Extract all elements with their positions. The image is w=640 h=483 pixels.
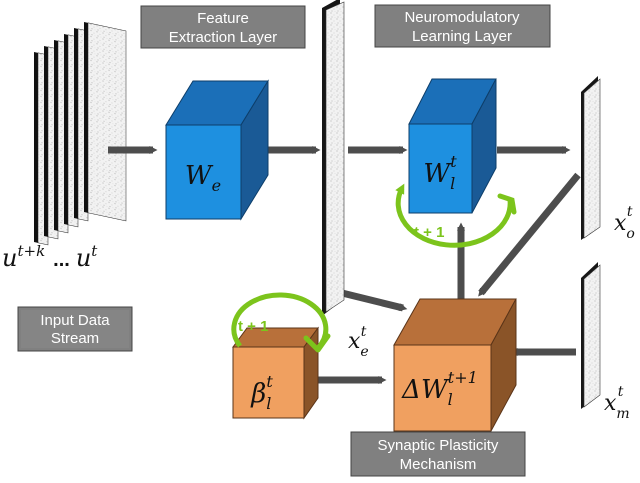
svg-text:Stream: Stream	[51, 330, 99, 347]
beta-loop-arrow	[231, 292, 329, 350]
svg-text:Mechanism: Mechanism	[400, 456, 477, 473]
xm-modulation-panel	[581, 262, 601, 409]
svg-text:Extraction Layer: Extraction Layer	[169, 29, 277, 46]
input-data-stream-frames	[34, 22, 127, 246]
svg-text:Synaptic Plasticity: Synaptic Plasticity	[378, 437, 499, 454]
stream-frame	[84, 22, 127, 222]
beta-cube: βlt	[232, 326, 319, 420]
arrow-xo-to-dw	[478, 172, 581, 297]
we-weight-cube: We	[165, 79, 269, 221]
beta-loop-label: t + 1	[238, 318, 268, 335]
input-data-stream-label: Input Data Stream	[17, 306, 133, 352]
arrow-xe-to-dw	[337, 288, 408, 312]
stream-u-label: ut+k...ut	[2, 242, 98, 272]
svg-text:Input Data: Input Data	[40, 312, 110, 329]
wl-label: Wlt	[423, 152, 457, 193]
beta-label: βlt	[250, 372, 273, 413]
wl-recurrence-loop: t + 1	[395, 183, 517, 248]
xo-output-panel	[581, 76, 601, 240]
svg-text:Feature: Feature	[197, 10, 249, 27]
svg-text:Neuromodulatory: Neuromodulatory	[404, 9, 520, 26]
we-label: We	[185, 161, 221, 195]
xe-label: xet	[348, 324, 369, 360]
synaptic-plasticity-label: Synaptic Plasticity Mechanism	[350, 431, 526, 477]
delta-w-cube: ΔWlt+1	[393, 298, 517, 432]
delta-w-label: ΔWlt+1	[401, 368, 478, 409]
xm-label: xmt	[604, 384, 630, 422]
wl-weight-cube: Wlt	[408, 78, 497, 214]
xe-feature-panel	[322, 0, 345, 316]
neuromodulatory-learning-label: Neuromodulatory Learning Layer	[374, 4, 551, 48]
svg-text:Learning Layer: Learning Layer	[412, 28, 512, 45]
wl-loop-label: t + 1	[414, 224, 444, 241]
beta-recurrence-loop: t + 1	[231, 292, 331, 353]
feature-extraction-label: Feature Extraction Layer	[140, 5, 306, 49]
wl-loop-arrow	[395, 183, 513, 248]
xo-label: xot	[614, 204, 635, 242]
